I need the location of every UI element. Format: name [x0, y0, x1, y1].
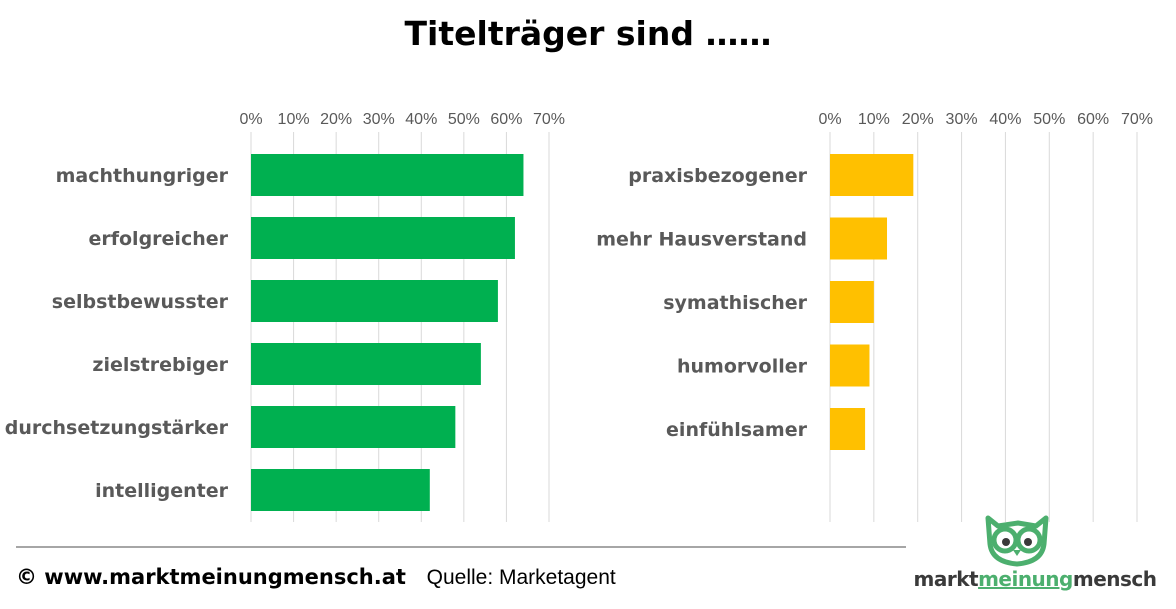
x-tick-label: 50%	[448, 111, 480, 128]
category-label: mehr Hausverstand	[596, 229, 807, 251]
x-tick-label: 20%	[902, 111, 934, 128]
bar	[251, 343, 481, 385]
logo-word-2: meinung	[978, 567, 1073, 591]
x-tick-label: 40%	[989, 111, 1021, 128]
category-label: erfolgreicher	[88, 228, 228, 250]
category-label: durchsetzungstärker	[5, 417, 229, 439]
x-tick-label: 10%	[858, 111, 890, 128]
chart-left: 0% 10% 20% 30% 40% 50% 60% 70% machthungriger erf…	[5, 111, 565, 522]
bar	[251, 217, 515, 259]
chart-title: Titelträger sind ……	[404, 14, 772, 53]
chart-right: 0% 10% 20% 30% 40% 50% 60% 70% praxisbezogener me…	[596, 111, 1153, 522]
x-tick-label: 60%	[1077, 111, 1109, 128]
bar	[830, 408, 866, 450]
x-tick-label: 30%	[946, 111, 978, 128]
category-label: selbstbewusster	[52, 291, 229, 313]
footer-divider	[16, 546, 906, 548]
x-tick-label: 70%	[1121, 111, 1153, 128]
category-label: machthungriger	[56, 165, 229, 187]
category-label: zielstrebiger	[92, 354, 228, 376]
x-tick-label: 30%	[363, 111, 395, 128]
logo-wordmark: marktmeinungmensch	[910, 567, 1160, 591]
category-label: intelligenter	[95, 480, 229, 502]
x-tick-label: 60%	[490, 111, 522, 128]
category-label: humorvoller	[677, 356, 808, 378]
footer: © www.marktmeinungmensch.at Quelle: Mark…	[16, 565, 616, 590]
x-tick-label: 0%	[818, 111, 841, 128]
x-tick-label: 70%	[533, 111, 565, 128]
owl-icon	[985, 515, 1049, 567]
category-label: einfühlsamer	[666, 419, 808, 441]
source-text: Quelle: Marketagent	[426, 566, 616, 589]
category-label: symathischer	[663, 292, 807, 314]
bar	[830, 344, 870, 387]
bar	[251, 154, 524, 196]
brand-logo: marktmeinungmensch	[910, 512, 1160, 597]
logo-word-3: mensch	[1072, 567, 1157, 591]
x-tick-label: 50%	[1033, 111, 1065, 128]
bar	[830, 217, 888, 260]
copyright-text: © www.marktmeinungmensch.at	[16, 565, 406, 589]
bar	[830, 154, 914, 196]
x-tick-label: 40%	[405, 111, 437, 128]
x-tick-label: 10%	[278, 111, 310, 128]
x-tick-label: 20%	[320, 111, 352, 128]
logo-word-1: markt	[913, 567, 979, 591]
bar	[251, 406, 456, 448]
bar	[251, 280, 498, 322]
x-tick-label: 0%	[239, 111, 262, 128]
bar	[251, 469, 430, 511]
category-label: praxisbezogener	[628, 165, 807, 187]
bar	[830, 281, 874, 323]
